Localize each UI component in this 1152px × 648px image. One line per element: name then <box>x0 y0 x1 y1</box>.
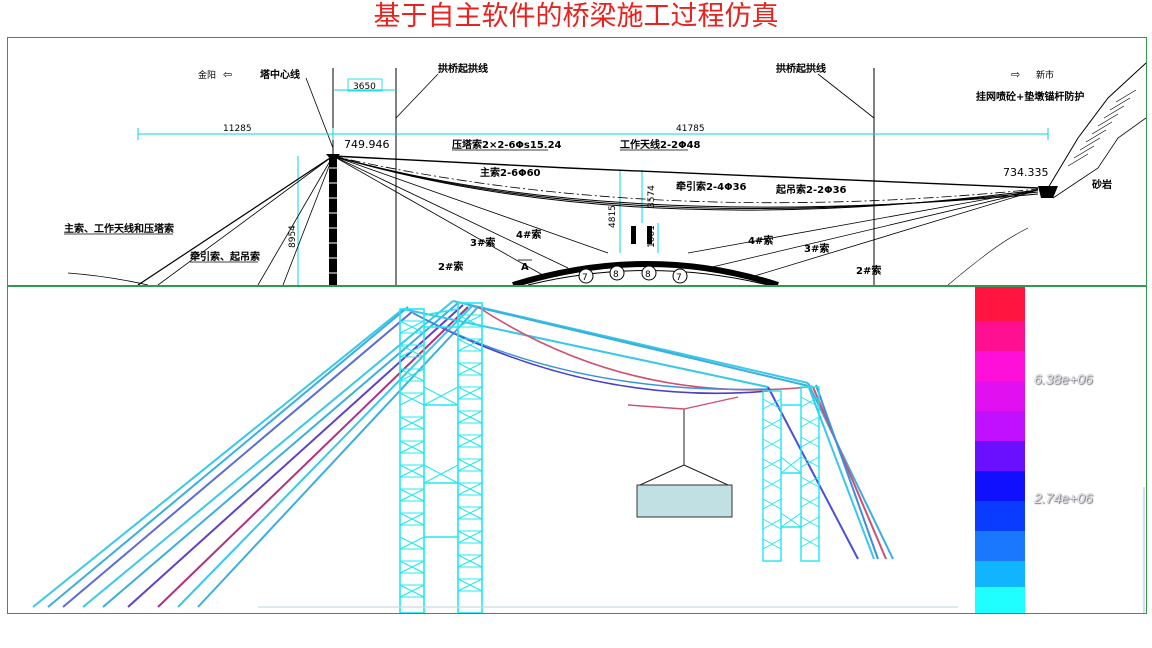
arch-segment-4: 7 <box>676 273 682 283</box>
protection-label: 挂网喷砼+垫墩锚杆防护 <box>976 90 1084 103</box>
section-mark: A <box>521 262 529 273</box>
cable-3-label-left: 3#索 <box>470 236 495 249</box>
simulation-panel: 6.38e+06 2.74e+06 <box>7 286 1147 614</box>
cable-traction-label: 牵引索2-4Φ36 <box>676 180 747 193</box>
stress-legend-bar <box>975 287 1025 613</box>
cable-4-label-right: 4#索 <box>748 234 773 247</box>
rock-label: 砂岩 <box>1091 178 1112 191</box>
cable-crane-drawing-panel: 金阳 ⇦ 塔中心线 拱桥起拱线 拱桥起拱线 ⇨ 新市 挂网喷砼+垫墩锚杆防护 砂… <box>7 37 1147 286</box>
dim-4815: 4815 <box>608 205 618 228</box>
cable-press-label: 压塔索2×2-6Φs15.24 <box>452 138 562 151</box>
traction-lift-label: 牵引索、起吊索 <box>190 250 260 263</box>
right-direction-label: 新市 <box>1036 69 1054 81</box>
arch-start-left-label: 拱桥起拱线 <box>438 62 488 75</box>
elevation-left: 749.946 <box>344 138 390 151</box>
cable-lift-label: 起吊索2-2Φ36 <box>775 183 847 196</box>
left-direction-label: 金阳 <box>198 69 216 81</box>
svg-text:⇦: ⇦ <box>223 68 232 81</box>
main-work-press-label: 主索、工作天线和压塔索 <box>64 222 174 235</box>
arch-segment-1: 7 <box>582 273 588 283</box>
cable-3-label-right: 3#索 <box>804 242 829 255</box>
cable-crane-drawing: 金阳 ⇦ 塔中心线 拱桥起拱线 拱桥起拱线 ⇨ 新市 挂网喷砼+垫墩锚杆防护 砂… <box>64 62 1146 285</box>
slide-title: 基于自主软件的桥梁施工过程仿真 <box>373 1 779 32</box>
cable-2-label-left: 2#索 <box>438 260 463 273</box>
cable-main-label: 主索2-6Φ60 <box>480 166 541 179</box>
cable-work-label: 工作天线2-2Φ48 <box>620 138 701 151</box>
dim-41785: 41785 <box>676 124 705 134</box>
tower-center-label: 塔中心线 <box>260 68 300 81</box>
arch-start-right-label: 拱桥起拱线 <box>776 62 826 75</box>
arch-segment-2: 8 <box>613 270 619 280</box>
svg-text:⇨: ⇨ <box>1011 68 1020 81</box>
simulation-render <box>32 287 1145 613</box>
cable-4-label-left: 4#索 <box>516 228 541 241</box>
dim-11285: 11285 <box>223 124 252 134</box>
elevation-right: 734.335 <box>1003 166 1049 179</box>
arch-segment-3: 8 <box>645 270 651 280</box>
right-tower <box>762 386 820 562</box>
dim-3574: 3574 <box>647 185 657 208</box>
cable-2-label-right: 2#索 <box>856 264 881 277</box>
dim-8954: 8954 <box>288 225 298 248</box>
hanging-load-block <box>636 484 733 518</box>
dim-3650: 3650 <box>353 82 376 92</box>
legend-label-high: 6.38e+06 <box>1034 371 1093 387</box>
legend-label-low: 2.74e+06 <box>1034 490 1093 506</box>
